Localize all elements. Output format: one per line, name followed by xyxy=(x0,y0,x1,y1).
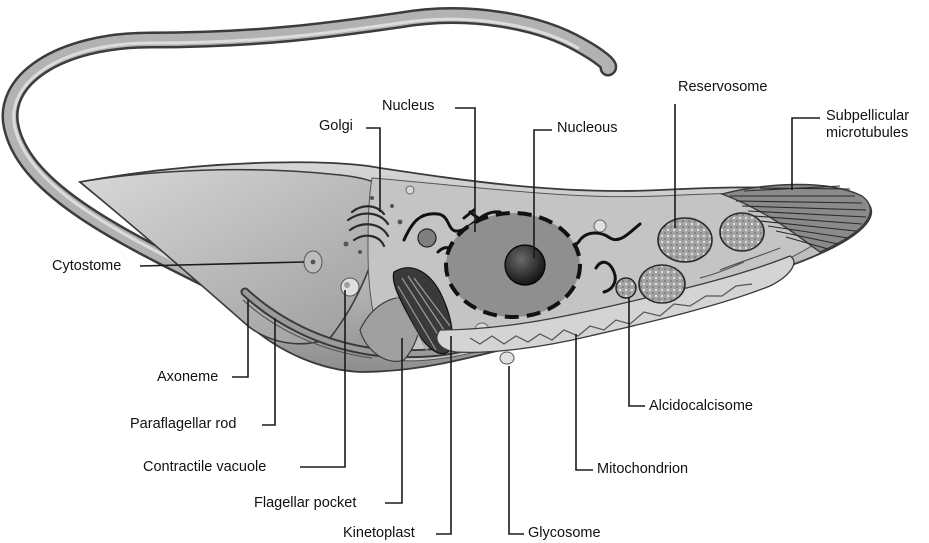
nucleolus xyxy=(505,245,545,285)
label-subpellicular-line1: Subpellicular xyxy=(826,108,909,125)
label-nucleus: Nucleus xyxy=(382,98,434,115)
label-subpellicular-microtubules: Subpellicular microtubules xyxy=(826,108,909,143)
label-mitochondrion: Mitochondrion xyxy=(597,461,688,478)
label-nucleolus: Nucleous xyxy=(557,120,617,137)
label-flagellar-pocket: Flagellar pocket xyxy=(254,495,356,512)
leader-glycosome xyxy=(509,366,524,534)
leader-subpellicular xyxy=(792,118,820,190)
glycosome xyxy=(500,352,514,364)
label-contractile-vacuole: Contractile vacuole xyxy=(143,459,266,476)
label-cytostome: Cytostome xyxy=(52,258,121,275)
leader-mitochondrion xyxy=(576,334,593,470)
leader-kinetoplast xyxy=(436,336,451,534)
label-paraflagellar-rod: Paraflagellar rod xyxy=(130,416,236,433)
label-axoneme: Axoneme xyxy=(157,369,218,386)
label-acidocalcisome: Alcidocalcisome xyxy=(649,398,753,415)
acidocalcisome xyxy=(616,278,636,298)
cytostome xyxy=(304,251,322,273)
label-glycosome: Glycosome xyxy=(528,525,601,542)
label-subpellicular-line2: microtubules xyxy=(826,125,909,142)
label-golgi: Golgi xyxy=(319,118,353,135)
label-reservosome: Reservosome xyxy=(678,79,767,96)
label-kinetoplast: Kinetoplast xyxy=(343,525,415,542)
